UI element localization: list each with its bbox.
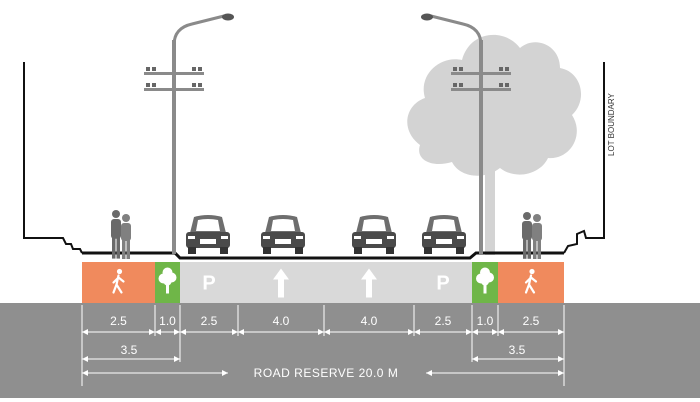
- left-subtotal-label: 3.5: [121, 343, 138, 357]
- parking-strip: [414, 262, 472, 303]
- parking-icon: P: [436, 273, 449, 295]
- pedestrian-icon: [112, 268, 125, 294]
- parking-strip: [180, 262, 238, 303]
- pedestrian-figure: [532, 214, 542, 259]
- footpath-strip: [82, 262, 155, 303]
- car-icon: [352, 215, 396, 254]
- footpath-strip: [498, 262, 564, 303]
- section-width-label: 1.0: [477, 314, 494, 328]
- section-width-label: 2.5: [435, 314, 452, 328]
- arrow-up-icon: [361, 268, 377, 298]
- reserve-label-backing: [228, 364, 426, 382]
- street-lights: [144, 13, 511, 254]
- pedestrian-figure: [522, 212, 532, 259]
- street-light: [144, 13, 234, 254]
- ground-band: [0, 303, 700, 398]
- right-lot-wall: [563, 62, 605, 254]
- pedestrian-figure: [111, 210, 121, 259]
- section-width-label: 2.5: [523, 314, 540, 328]
- pedestrian-figure: [121, 214, 131, 259]
- tree-icon: [476, 267, 494, 294]
- car-icon: [186, 215, 230, 254]
- car-icon: [422, 215, 466, 254]
- section-width-label: 2.5: [110, 314, 127, 328]
- lot-boundary-label: LOT BOUNDARY: [607, 93, 616, 156]
- right-subtotal-label: 3.5: [509, 343, 526, 357]
- width-labels: 2.5 1.0 2.5 4.0 4.0 2.5 1.0 2.5: [110, 314, 540, 328]
- pedestrian-icon: [524, 268, 538, 294]
- arrow-up-icon: [273, 268, 289, 298]
- tree-icon: [158, 267, 177, 294]
- dimension-lines: [81, 305, 565, 386]
- road-reserve-label: ROAD RESERVE 20.0 M: [254, 366, 399, 380]
- section-width-label: 4.0: [273, 314, 290, 328]
- pedestrian-figures: [111, 210, 542, 259]
- section-width-label: 2.5: [201, 314, 218, 328]
- parking-icon: P: [202, 273, 215, 295]
- section-width-label: 1.0: [159, 314, 176, 328]
- parked-cars: [186, 215, 466, 254]
- street-light: [421, 13, 511, 254]
- car-icon: [261, 215, 305, 254]
- left-lot-wall: [23, 62, 83, 254]
- road-surface-line: [82, 251, 564, 260]
- background-tree: [407, 34, 582, 255]
- section-width-label: 4.0: [361, 314, 378, 328]
